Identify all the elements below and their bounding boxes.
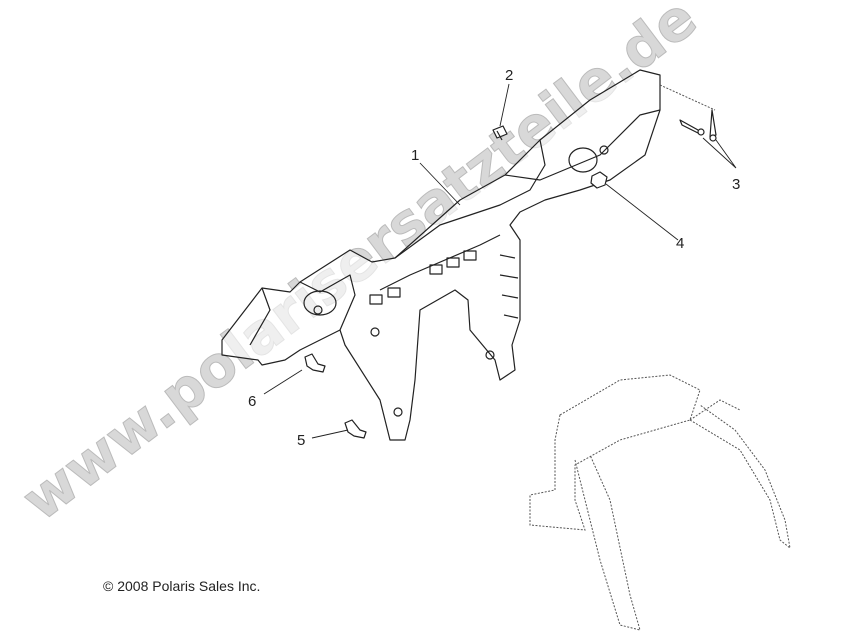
leader-1 (419, 162, 461, 206)
screw-part-2 (492, 125, 508, 141)
nut-part-4 (590, 171, 608, 189)
reference-frame-ghost (529, 374, 791, 631)
copyright-text: © 2008 Polaris Sales Inc. (103, 578, 261, 594)
leader-3 (702, 137, 737, 169)
callout-4: 4 (676, 235, 684, 252)
callout-2: 2 (505, 67, 513, 84)
callout-1: 1 (411, 147, 419, 164)
leader-6 (263, 369, 303, 395)
leader-4 (605, 183, 679, 241)
bolt-part-5 (344, 419, 367, 439)
callout-6: 6 (248, 393, 256, 410)
leader-5 (311, 429, 349, 439)
main-frame-part (221, 69, 661, 441)
screws-part-3 (659, 84, 717, 142)
leader-2 (499, 83, 510, 127)
bolt-part-6 (304, 353, 326, 373)
callout-3: 3 (732, 176, 740, 193)
callout-5: 5 (297, 432, 305, 449)
